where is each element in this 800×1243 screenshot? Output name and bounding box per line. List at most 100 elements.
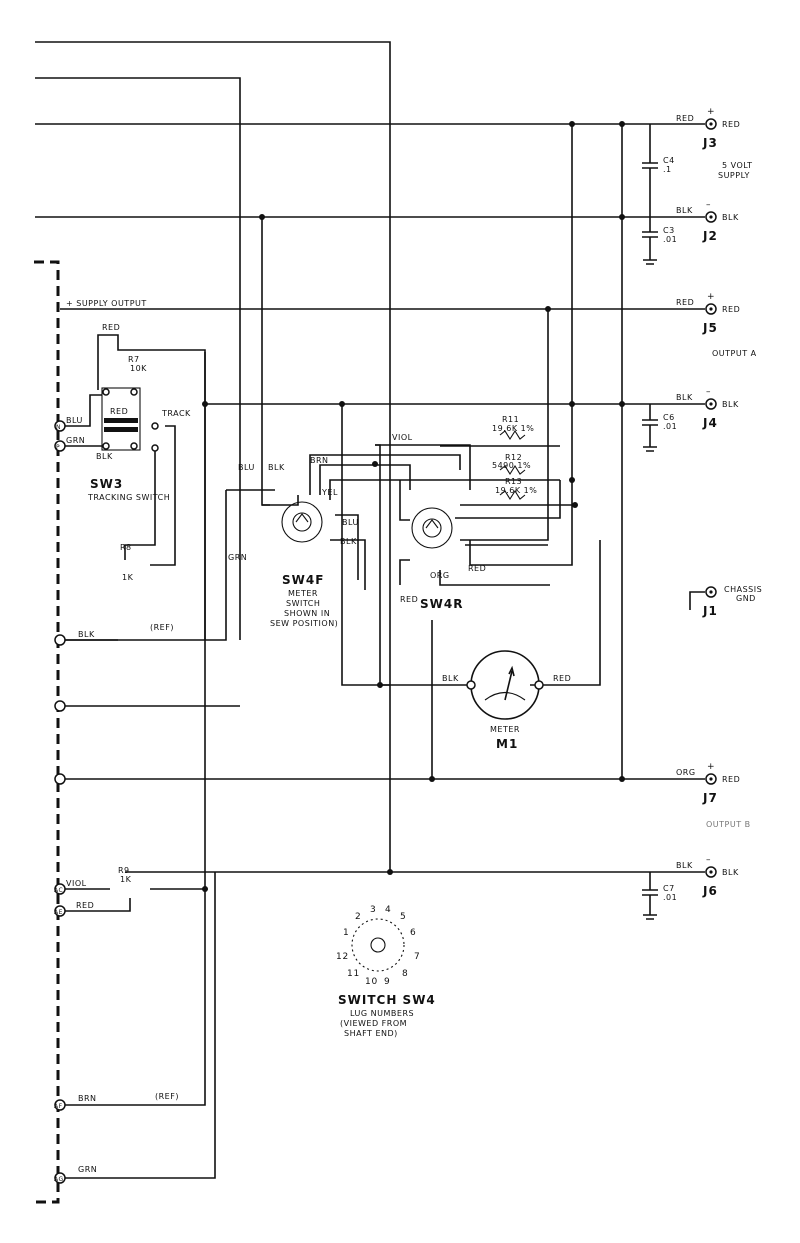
svg-text:1: 1 — [343, 928, 350, 938]
svg-text:YEL: YEL — [321, 488, 338, 497]
junction-dots — [202, 121, 625, 892]
svg-text:SHAFT END): SHAFT END) — [344, 1029, 398, 1038]
svg-text:R7: R7 — [128, 355, 140, 364]
svg-text:RED: RED — [676, 114, 694, 123]
svg-text:SWITCH: SWITCH — [286, 599, 320, 608]
meter-m1: BLK RED METER M1 — [442, 650, 571, 751]
svg-text:4: 4 — [385, 905, 392, 915]
svg-text:J4: J4 — [702, 416, 718, 430]
svg-text:ORG: ORG — [676, 768, 696, 777]
svg-text:6: 6 — [410, 928, 417, 938]
svg-text:RED: RED — [468, 564, 486, 573]
svg-text:BLK: BLK — [340, 537, 357, 546]
svg-text:GRN: GRN — [228, 553, 247, 562]
svg-text:5 VOLT: 5 VOLT — [722, 161, 753, 170]
svg-text:J3: J3 — [702, 136, 718, 150]
left-wire-labels: + SUPPLY OUTPUT BLU GRN BLK (REF) VIOL R… — [66, 299, 178, 1174]
svg-text:J6: J6 — [702, 884, 718, 898]
svg-text:M1: M1 — [496, 737, 518, 751]
svg-text:J1: J1 — [702, 604, 718, 618]
svg-text:AG: AG — [54, 1176, 64, 1183]
svg-text:GRN: GRN — [66, 436, 85, 445]
svg-text:10: 10 — [365, 977, 378, 987]
svg-text:GRN: GRN — [78, 1165, 97, 1174]
svg-text:BLK: BLK — [268, 463, 285, 472]
svg-text:AC: AC — [54, 887, 63, 894]
svg-text:1K: 1K — [120, 875, 132, 884]
svg-text:5: 5 — [400, 912, 407, 922]
svg-text:R11: R11 — [502, 415, 519, 424]
jack-j7: + ORG RED J7 — [676, 762, 740, 805]
svg-text:+: + — [707, 292, 715, 302]
svg-text:J5: J5 — [702, 321, 718, 335]
svg-text:AF: AF — [54, 1103, 63, 1110]
svg-text:ORG: ORG — [430, 571, 450, 580]
svg-text:RED: RED — [102, 323, 120, 332]
svg-text:R8: R8 — [120, 543, 132, 552]
svg-text:BLK: BLK — [722, 213, 739, 222]
svg-text:RED: RED — [76, 901, 94, 910]
svg-text:5490 1%: 5490 1% — [492, 461, 531, 470]
switch-sw3: RED BLK RED TRACK SW3 TRACKING SWITCH R7… — [87, 323, 191, 884]
svg-text:BLK: BLK — [722, 868, 739, 877]
svg-text:1K: 1K — [122, 573, 134, 582]
svg-text:AE: AE — [54, 909, 63, 916]
svg-text:(VIEWED FROM: (VIEWED FROM — [340, 1019, 407, 1028]
svg-text:RED: RED — [722, 120, 740, 129]
terminal-strip: N P AC AE AF AG — [54, 420, 66, 1184]
jack-j6: – BLK BLK J6 — [676, 855, 739, 898]
capacitor-c3: C3 .01 — [642, 217, 677, 265]
jack-j3: + RED RED J3 — [676, 107, 740, 150]
svg-text:N: N — [56, 424, 61, 431]
svg-text:–: – — [706, 387, 711, 397]
svg-text:GND: GND — [736, 594, 756, 603]
svg-text:(REF): (REF) — [150, 623, 174, 632]
svg-text:RED: RED — [553, 674, 571, 683]
svg-text:BRN: BRN — [78, 1094, 97, 1103]
svg-text:9: 9 — [384, 977, 391, 987]
svg-text:12: 12 — [336, 952, 349, 962]
svg-text:8: 8 — [402, 969, 409, 979]
svg-text:+: + — [707, 107, 715, 117]
svg-text:C4: C4 — [663, 156, 675, 165]
svg-text:.01: .01 — [663, 893, 677, 902]
svg-text:BLK: BLK — [676, 861, 693, 870]
svg-text:LUG NUMBERS: LUG NUMBERS — [350, 1009, 414, 1018]
svg-text:VIOL: VIOL — [66, 879, 87, 888]
svg-text:SHOWN IN: SHOWN IN — [284, 609, 330, 618]
svg-text:TRACK: TRACK — [161, 409, 191, 418]
svg-text:+: + — [707, 762, 715, 772]
svg-text:19.6K 1%: 19.6K 1% — [495, 486, 537, 495]
svg-text:P: P — [56, 444, 60, 451]
svg-text:BLK: BLK — [676, 206, 693, 215]
svg-text:C6: C6 — [663, 413, 675, 422]
capacitor-c7: C7 .01 — [642, 872, 677, 920]
label-output-b: OUTPUT B — [706, 820, 751, 829]
svg-text:.1: .1 — [663, 165, 672, 174]
svg-text:BLK: BLK — [96, 452, 113, 461]
svg-text:RED: RED — [400, 595, 418, 604]
svg-text:RED: RED — [110, 407, 128, 416]
svg-text:.01: .01 — [663, 422, 677, 431]
svg-text:VIOL: VIOL — [392, 433, 413, 442]
svg-text:METER: METER — [490, 725, 520, 734]
jack-j4: – BLK BLK J4 — [676, 387, 739, 430]
svg-text:BLK: BLK — [722, 400, 739, 409]
svg-text:BLK: BLK — [78, 630, 95, 639]
wiring — [35, 41, 705, 1179]
svg-text:C3: C3 — [663, 226, 675, 235]
capacitor-c4: C4 .1 — [642, 124, 675, 217]
svg-text:BLU: BLU — [342, 518, 359, 527]
svg-text:11: 11 — [347, 969, 360, 979]
svg-text:3: 3 — [370, 905, 377, 915]
svg-text:SUPPLY: SUPPLY — [718, 171, 750, 180]
label-output-a: OUTPUT A — [712, 349, 757, 358]
jack-j5: + RED RED J5 — [676, 292, 740, 335]
svg-text:J2: J2 — [702, 229, 718, 243]
svg-text:R9: R9 — [118, 866, 130, 875]
svg-text:+ SUPPLY OUTPUT: + SUPPLY OUTPUT — [66, 299, 147, 308]
svg-text:–: – — [706, 200, 711, 210]
svg-text:SW4F: SW4F — [282, 573, 324, 587]
svg-text:7: 7 — [414, 952, 421, 962]
